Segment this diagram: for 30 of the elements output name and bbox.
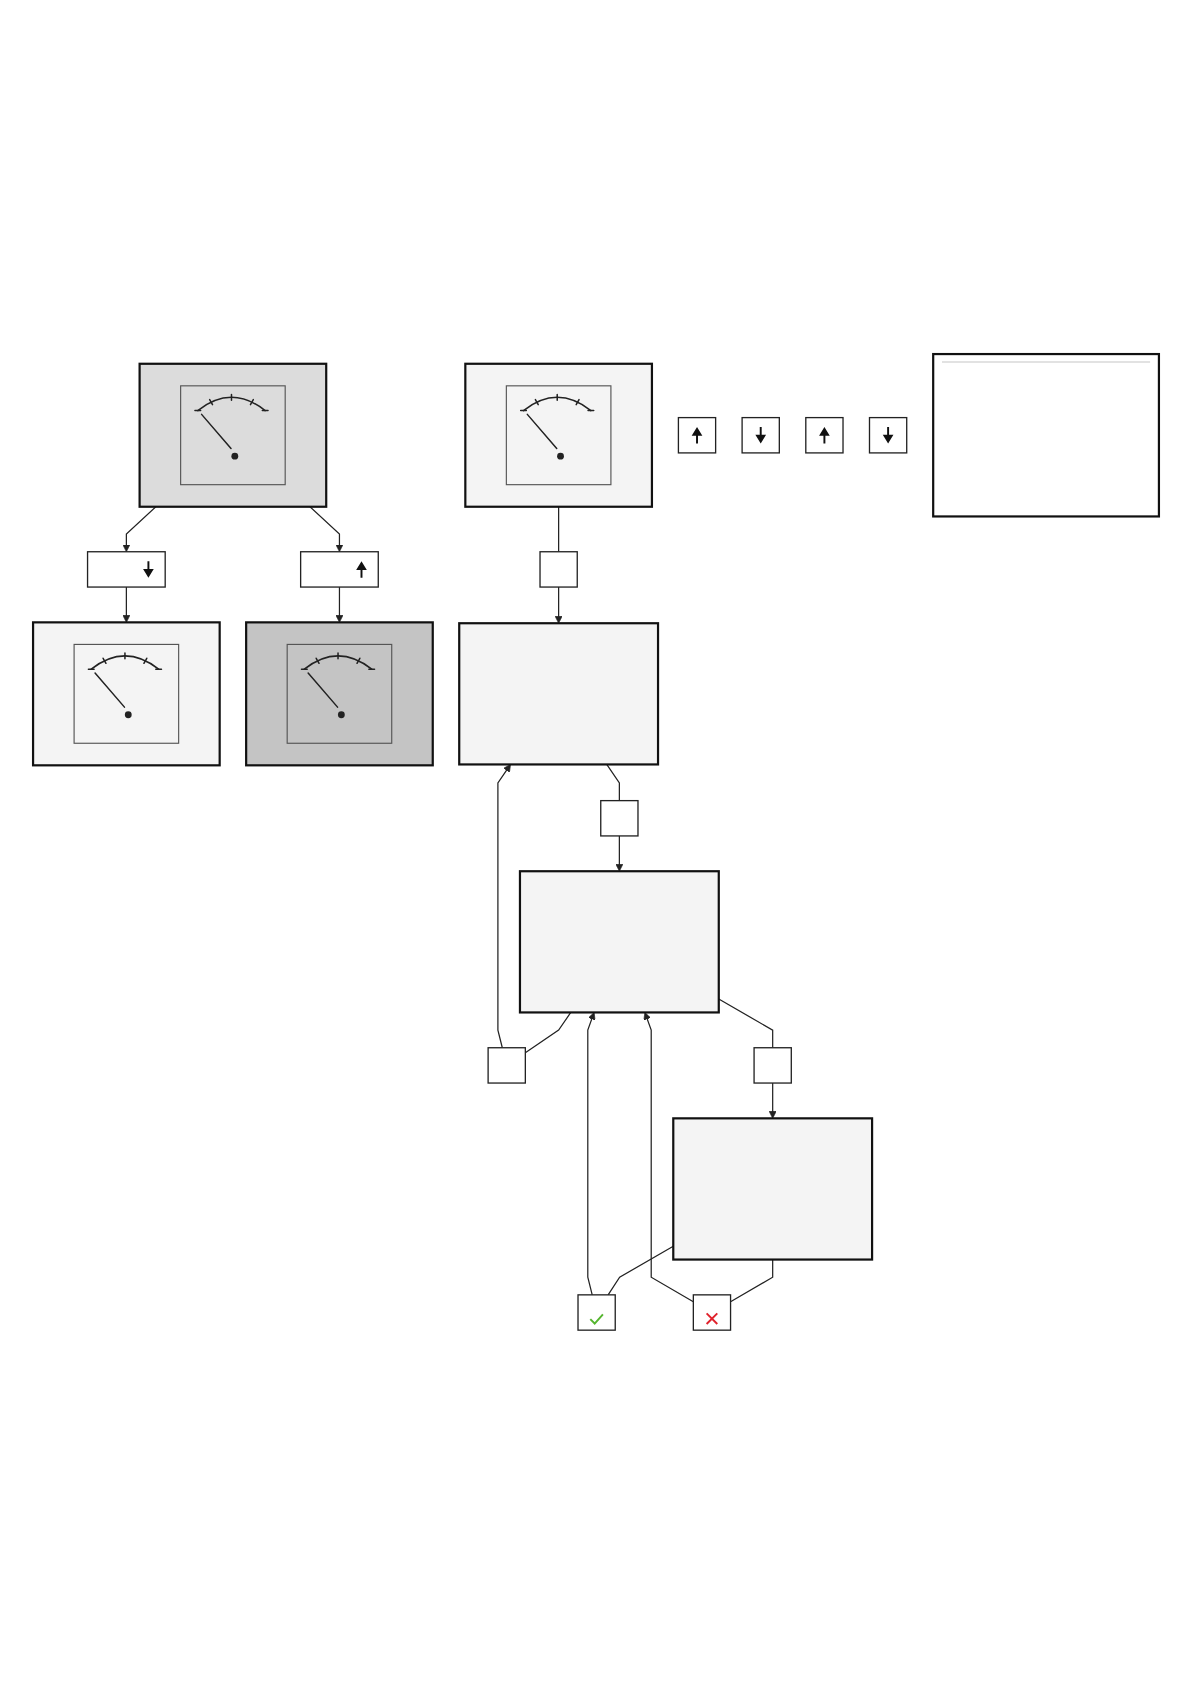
key-button xyxy=(538,551,578,588)
blank-panel xyxy=(931,352,1160,518)
arrow xyxy=(335,586,343,623)
display-screen xyxy=(671,1117,873,1261)
key-button xyxy=(576,1294,616,1331)
gauge-picture xyxy=(179,385,286,486)
key-button xyxy=(868,416,907,454)
arrow xyxy=(122,586,130,623)
arrow xyxy=(496,764,511,1049)
key-button xyxy=(752,1046,792,1084)
arrow xyxy=(554,586,562,624)
key-button xyxy=(804,416,844,454)
key-button xyxy=(86,551,166,588)
arrow xyxy=(122,506,156,552)
key-button xyxy=(677,416,716,454)
arrow xyxy=(586,1012,595,1296)
key-button xyxy=(692,1294,731,1331)
key-button xyxy=(299,551,379,588)
display-screen xyxy=(518,870,720,1014)
key-button xyxy=(599,799,639,837)
gauge-picture xyxy=(73,643,179,744)
arrow xyxy=(768,1082,777,1119)
gauge-picture xyxy=(505,385,611,486)
display-screen xyxy=(457,622,659,766)
key-button xyxy=(740,416,780,454)
arrow xyxy=(308,506,343,552)
key-button xyxy=(486,1046,526,1084)
connector xyxy=(557,506,559,553)
arrow xyxy=(615,835,623,872)
gauge-picture xyxy=(286,643,392,744)
